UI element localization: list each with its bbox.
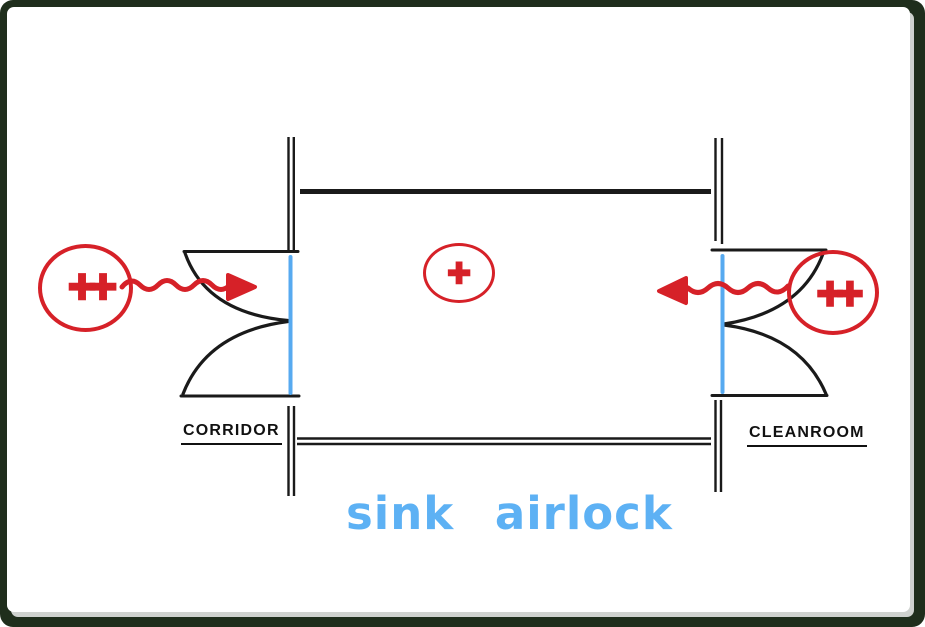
right-flow-wavy-arrow-left-icon: [657, 276, 791, 305]
corridor-pressure-badge: ++: [38, 244, 133, 332]
right-door-lower-arc: [722, 323, 828, 396]
double-plus-icon: ++: [815, 266, 864, 319]
left-door-lower-arc: [181, 319, 290, 396]
airlock-pressure-badge: +: [423, 243, 495, 303]
corridor-label: CORRIDOR: [181, 422, 282, 445]
left-door-swing-icon: [179, 250, 301, 398]
right-flow-arrowhead: [657, 276, 688, 305]
cleanroom-pressure-badge: ++: [787, 250, 879, 335]
double-plus-icon: ++: [67, 261, 119, 314]
diagram-panel: [7, 7, 910, 612]
left-flow-wave: [119, 278, 233, 292]
left-flow-arrowhead: [226, 273, 257, 301]
plus-icon: +: [446, 251, 472, 295]
left-flow-wavy-arrow-right-icon: [119, 273, 257, 301]
airlock-walls: [287, 137, 724, 496]
cleanroom-label: CLEANROOM: [747, 424, 867, 447]
right-flow-wave: [685, 281, 791, 295]
diagram-title: sink airlock: [346, 487, 673, 540]
left-door-upper-arc: [183, 251, 290, 323]
